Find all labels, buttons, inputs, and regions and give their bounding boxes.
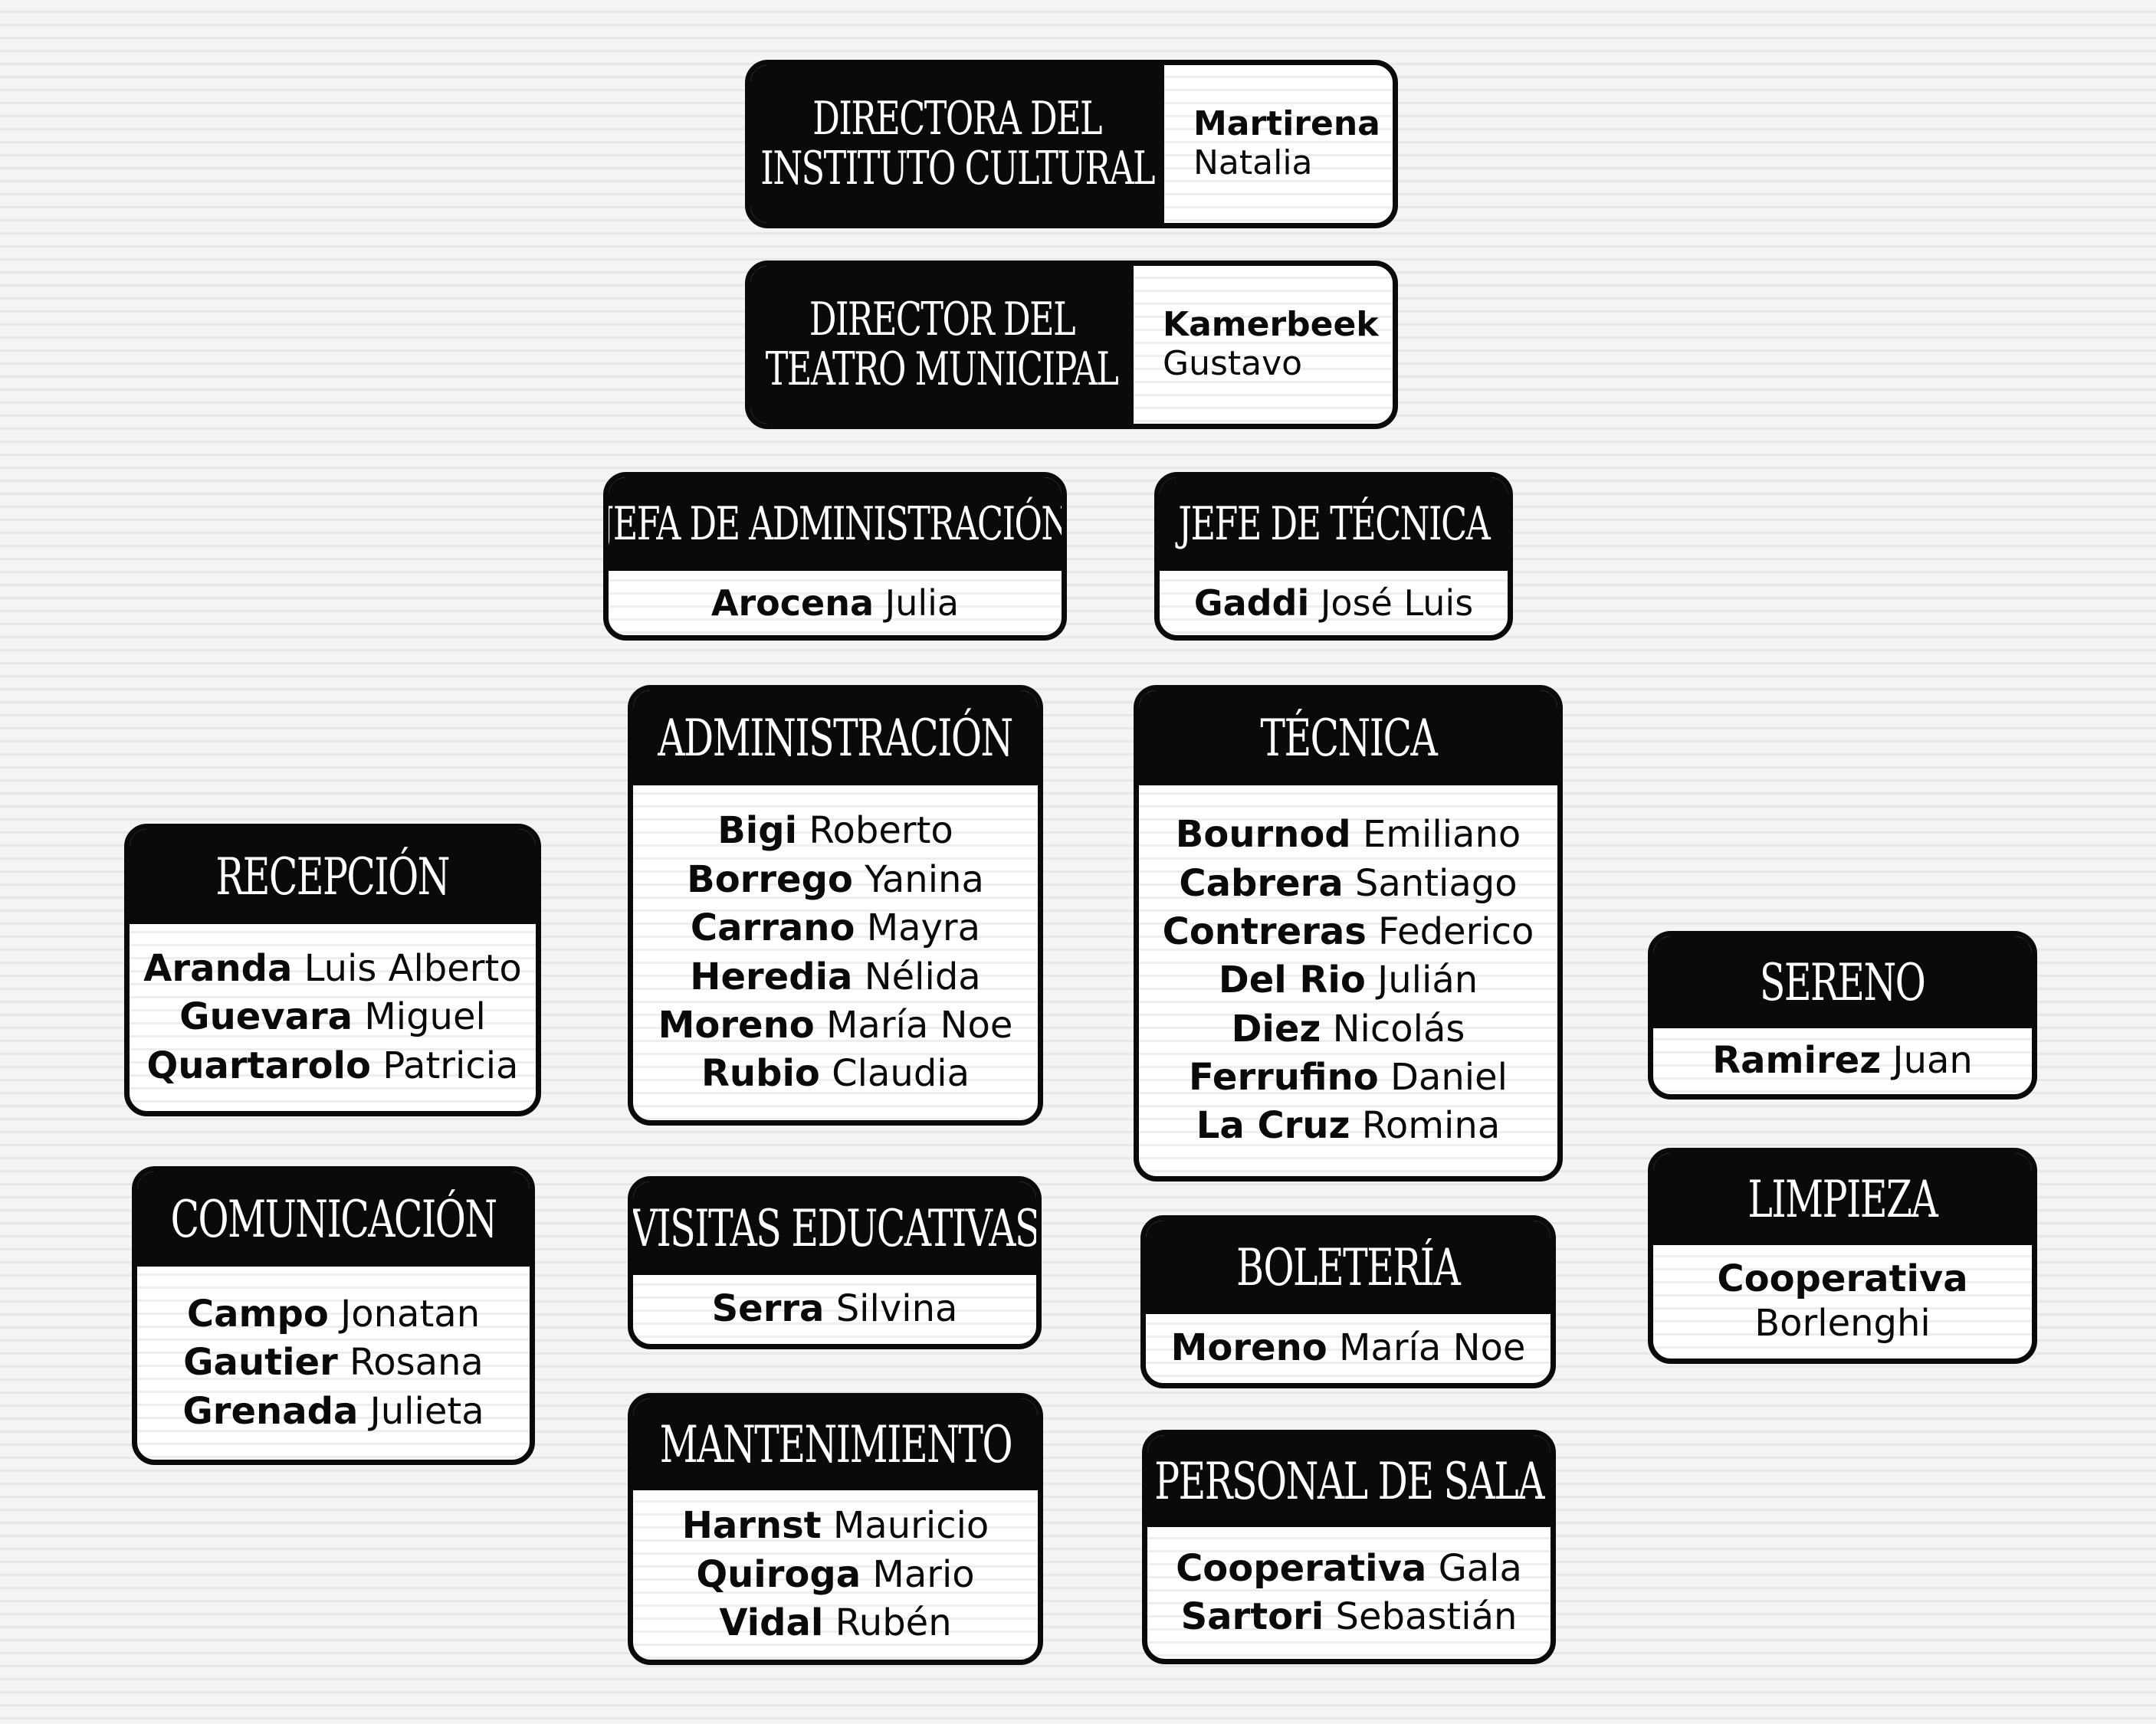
- title-line: INSTITUTO CULTURAL: [760, 142, 1155, 195]
- title-line: TEATRO MUNICIPAL: [766, 343, 1119, 396]
- member-row: Grenada Julieta: [182, 1389, 484, 1433]
- member-row: Quartarolo Patricia: [146, 1044, 519, 1087]
- member-row: Guevara Miguel: [179, 995, 486, 1039]
- member-last-name: Martirena: [1193, 104, 1380, 144]
- member-row: Diez Nicolás: [1231, 1007, 1465, 1050]
- card-members: Aranda Luis Alberto Guevara Miguel Quart…: [130, 924, 536, 1111]
- card-members: Ramirez Juan: [1653, 1028, 2032, 1094]
- member-last-name: Kamerbeek: [1163, 305, 1379, 345]
- card-members: Arocena Julia: [609, 571, 1062, 635]
- card-members: Bigi Roberto Borrego Yanina Carrano Mayr…: [633, 785, 1038, 1120]
- card-title: TÉCNICA: [1139, 690, 1557, 785]
- card-director-teatro-municipal: DIRECTOR DEL TEATRO MUNICIPAL Kamerbeek …: [745, 261, 1398, 429]
- member-row: Rubio Claudia: [701, 1052, 970, 1096]
- member-row: Gaddi José Luis: [1193, 582, 1474, 624]
- member-row: Cooperativa Gala: [1176, 1546, 1522, 1590]
- card-jefa-de-administracion: JEFA DE ADMINISTRACIÓN Arocena Julia: [603, 472, 1067, 641]
- card-title: JEFA DE ADMINISTRACIÓN: [609, 477, 1062, 571]
- card-title: DIRECTORA DEL INSTITUTO CULTURAL: [750, 65, 1164, 223]
- card-title: MANTENIMIENTO: [633, 1398, 1038, 1490]
- card-title: LIMPIEZA: [1653, 1153, 2032, 1245]
- card-visitas-educativas: VISITAS EDUCATIVAS Serra Silvina: [628, 1176, 1042, 1349]
- member-row: Arocena Julia: [710, 582, 960, 624]
- member-row: Sartori Sebastián: [1180, 1595, 1518, 1638]
- member-row: Serra Silvina: [711, 1287, 958, 1331]
- member-row: Ferrufino Daniel: [1189, 1056, 1508, 1100]
- title-line: DIRECTORA DEL: [812, 92, 1103, 146]
- card-comunicacion: COMUNICACIÓN Campo Jonatan Gautier Rosan…: [132, 1166, 535, 1465]
- card-title: COMUNICACIÓN: [137, 1172, 530, 1267]
- member-row: La Cruz Romina: [1196, 1104, 1501, 1148]
- member-row: Moreno María Noe: [1170, 1326, 1526, 1370]
- card-title: PERSONAL DE SALA: [1147, 1435, 1551, 1527]
- card-members: Gaddi José Luis: [1160, 571, 1508, 635]
- member-row: Quiroga Mario: [696, 1552, 975, 1596]
- card-title: SERENO: [1653, 936, 2032, 1028]
- card-tecnica: TÉCNICA Bournod Emiliano Cabrera Santiag…: [1134, 685, 1563, 1182]
- card-mantenimiento: MANTENIMIENTO Harnst Mauricio Quiroga Ma…: [628, 1393, 1043, 1665]
- member-first-name: Natalia: [1193, 143, 1313, 182]
- member-row: Harnst Mauricio: [681, 1504, 989, 1548]
- member-row: Aranda Luis Alberto: [143, 946, 522, 990]
- member-row: Gautier Rosana: [183, 1341, 484, 1385]
- card-title: DIRECTOR DEL TEATRO MUNICIPAL: [750, 266, 1134, 424]
- member-first-name: Gustavo: [1163, 344, 1303, 383]
- card-title: VISITAS EDUCATIVAS: [633, 1182, 1036, 1275]
- member-row: Carrano Mayra: [690, 906, 981, 950]
- card-jefe-de-tecnica: JEFE DE TÉCNICA Gaddi José Luis: [1154, 472, 1513, 641]
- member-row: Del Rio Julián: [1218, 959, 1478, 1002]
- member-row: Ramirez Juan: [1712, 1039, 1973, 1083]
- card-personal-de-sala: PERSONAL DE SALA Cooperativa Gala Sartor…: [1142, 1430, 1556, 1664]
- card-boleteria: BOLETERÍA Moreno María Noe: [1140, 1215, 1556, 1388]
- card-members: Moreno María Noe: [1146, 1314, 1551, 1383]
- member-row: Bigi Roberto: [717, 809, 953, 853]
- member-row: Vidal Rubén: [719, 1601, 952, 1645]
- member-row: Contreras Federico: [1162, 910, 1534, 953]
- card-members: Kamerbeek Gustavo: [1134, 266, 1393, 424]
- card-limpieza: LIMPIEZA Cooperativa Borlenghi: [1648, 1148, 2037, 1364]
- card-members: Cooperativa Gala Sartori Sebastián: [1147, 1527, 1551, 1659]
- card-title: RECEPCIÓN: [130, 829, 536, 924]
- card-title: ADMINISTRACIÓN: [633, 690, 1038, 785]
- member-row: Heredia Nélida: [690, 955, 981, 998]
- card-members: Harnst Mauricio Quiroga Mario Vidal Rubé…: [633, 1490, 1038, 1660]
- member-row: Campo Jonatan: [186, 1292, 481, 1336]
- member-row: Bournod Emiliano: [1175, 813, 1521, 857]
- member-row: Cabrera Santiago: [1179, 861, 1518, 905]
- card-administracion: ADMINISTRACIÓN Bigi Roberto Borrego Yani…: [628, 685, 1043, 1126]
- card-members: Bournod Emiliano Cabrera Santiago Contre…: [1139, 785, 1557, 1176]
- card-directora-instituto-cultural: DIRECTORA DEL INSTITUTO CULTURAL Martire…: [745, 60, 1398, 228]
- card-title: BOLETERÍA: [1146, 1221, 1551, 1314]
- card-members: Serra Silvina: [633, 1275, 1036, 1344]
- member-row: Moreno María Noe: [658, 1003, 1013, 1047]
- member-row: Borrego Yanina: [687, 857, 984, 901]
- card-members: Campo Jonatan Gautier Rosana Grenada Jul…: [137, 1267, 530, 1460]
- card-title: JEFE DE TÉCNICA: [1160, 477, 1508, 571]
- member-last-name: Cooperativa: [1717, 1257, 1968, 1301]
- card-recepcion: RECEPCIÓN Aranda Luis Alberto Guevara Mi…: [124, 824, 541, 1116]
- title-line: DIRECTOR DEL: [809, 293, 1076, 347]
- card-sereno: SERENO Ramirez Juan: [1648, 931, 2037, 1100]
- card-members: Cooperativa Borlenghi: [1653, 1245, 2032, 1359]
- member-first-name: Borlenghi: [1754, 1302, 1931, 1345]
- card-members: Martirena Natalia: [1164, 65, 1393, 223]
